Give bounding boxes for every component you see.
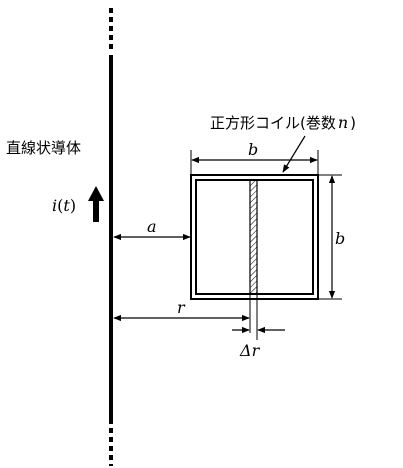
dim-b-top-label: b <box>248 140 258 159</box>
conductor-label: 直線状導体 <box>6 139 81 157</box>
dim-b-right-label: b <box>335 229 345 248</box>
dim-delta-r-label: Δr <box>239 341 261 360</box>
coil-outer <box>190 174 319 300</box>
hatched-strip <box>249 179 258 295</box>
current-arrow-icon <box>88 186 104 222</box>
dim-a-label: a <box>147 217 157 236</box>
current-label: i(t) <box>52 196 76 215</box>
dim-r-label: r <box>177 298 186 317</box>
coil-leader <box>282 135 306 173</box>
